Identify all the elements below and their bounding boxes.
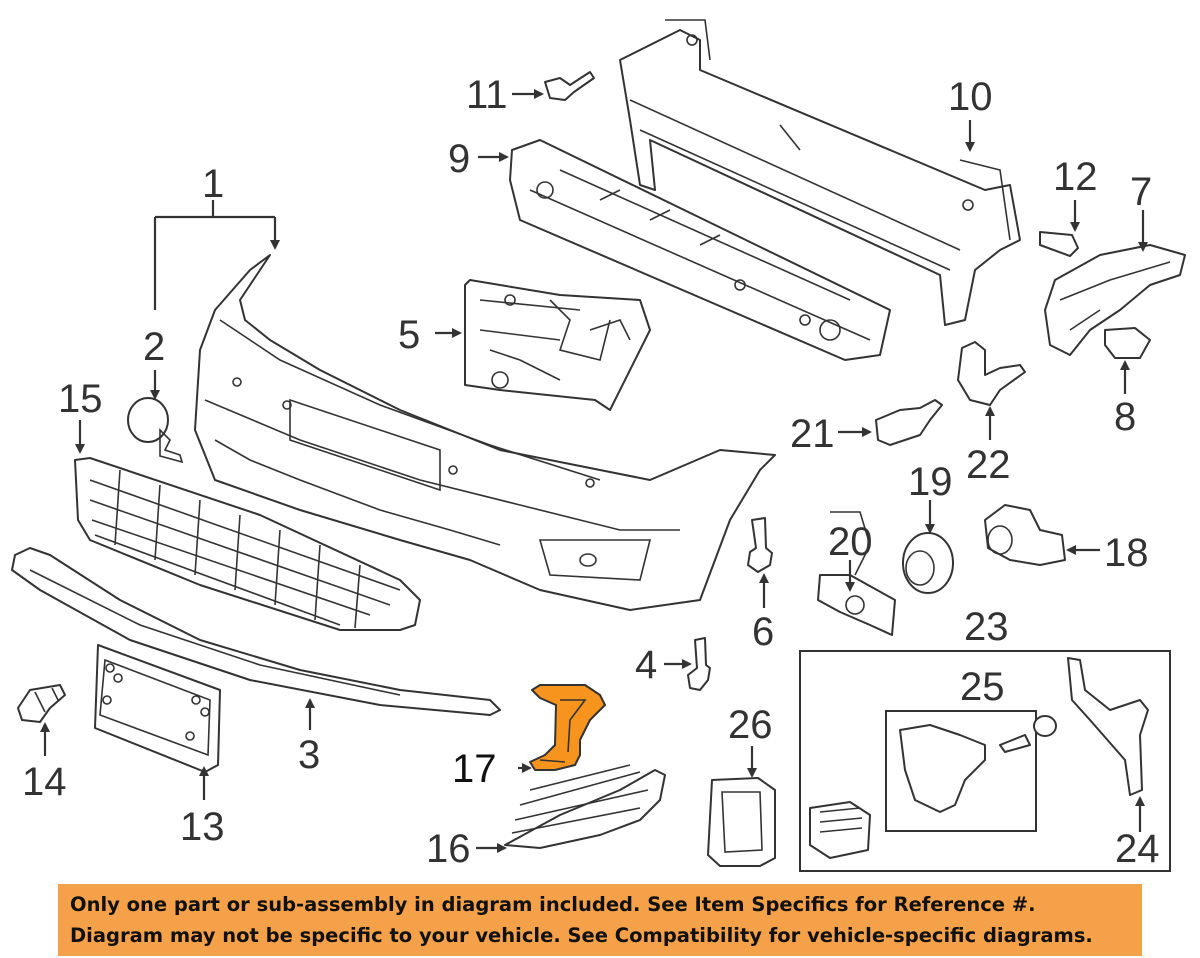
part-17-highlighted-bracket xyxy=(529,684,606,771)
label-18: 18 xyxy=(1104,531,1149,575)
part-25-module xyxy=(899,715,1057,813)
part-26-sensor-bezel xyxy=(707,777,776,867)
label-13: 13 xyxy=(180,805,225,849)
part-24-bracket xyxy=(1067,657,1149,796)
label-9: 9 xyxy=(448,137,470,181)
part-9-energy-absorber xyxy=(509,139,891,361)
label-19: 19 xyxy=(908,460,953,504)
label-16: 16 xyxy=(426,827,471,871)
part-16-fog-grille xyxy=(504,764,666,849)
part-11-bolt xyxy=(544,71,595,101)
part-21-sensor xyxy=(875,399,943,446)
part-3-lower-spoiler xyxy=(11,547,501,716)
part-4-bolt xyxy=(687,637,711,691)
label-11: 11 xyxy=(466,73,508,117)
label-12: 12 xyxy=(1053,155,1098,199)
part-23-assembly-box xyxy=(799,650,1171,872)
part-10-impact-bar xyxy=(619,19,1021,326)
part-19-grommet xyxy=(902,532,954,594)
parts-diagram: 1 2 15 3 13 14 5 9 11 10 12 7 8 22 21 19… xyxy=(11,19,1186,872)
part-15-lower-grille xyxy=(74,457,421,631)
label-7: 7 xyxy=(1130,170,1152,214)
label-14: 14 xyxy=(22,760,67,804)
part-2-tow-cover xyxy=(127,397,184,464)
part-20-sensor-bracket xyxy=(817,511,896,636)
label-24: 24 xyxy=(1115,827,1160,871)
label-1: 1 xyxy=(202,162,224,206)
notice-banner: Only one part or sub-assembly in diagram… xyxy=(58,884,1142,956)
label-6: 6 xyxy=(752,610,774,654)
notice-line-2: Diagram may not be specific to your vehi… xyxy=(70,924,1093,947)
label-10: 10 xyxy=(948,75,993,119)
control-module xyxy=(809,801,871,859)
notice-line-1: Only one part or sub-assembly in diagram… xyxy=(70,893,1036,916)
label-8: 8 xyxy=(1114,395,1136,439)
label-4: 4 xyxy=(635,643,657,687)
part-13-license-bracket xyxy=(94,644,221,773)
label-23: 23 xyxy=(964,605,1009,649)
label-20: 20 xyxy=(828,520,873,564)
leader-lines xyxy=(40,89,1148,853)
label-25: 25 xyxy=(960,665,1005,709)
label-17: 17 xyxy=(452,747,497,791)
part-12-bolt xyxy=(1039,231,1079,257)
part-5-bumper-bracket xyxy=(464,279,651,411)
label-5: 5 xyxy=(398,313,420,357)
label-22: 22 xyxy=(966,443,1011,487)
part-18-parking-sensor xyxy=(984,504,1066,566)
label-15: 15 xyxy=(58,377,103,421)
label-26: 26 xyxy=(728,703,773,747)
part-8-clip xyxy=(1104,327,1151,359)
label-2: 2 xyxy=(143,325,165,369)
part-6-bolt xyxy=(747,517,773,573)
label-3: 3 xyxy=(298,733,320,777)
part-14-push-clip xyxy=(17,684,66,723)
callout-labels: 1 2 15 3 13 14 5 9 11 10 12 7 8 22 21 19… xyxy=(22,73,1160,871)
part-1-bumper-cover xyxy=(194,254,776,611)
part-22-bracket xyxy=(957,341,1026,406)
label-21: 21 xyxy=(790,412,835,456)
